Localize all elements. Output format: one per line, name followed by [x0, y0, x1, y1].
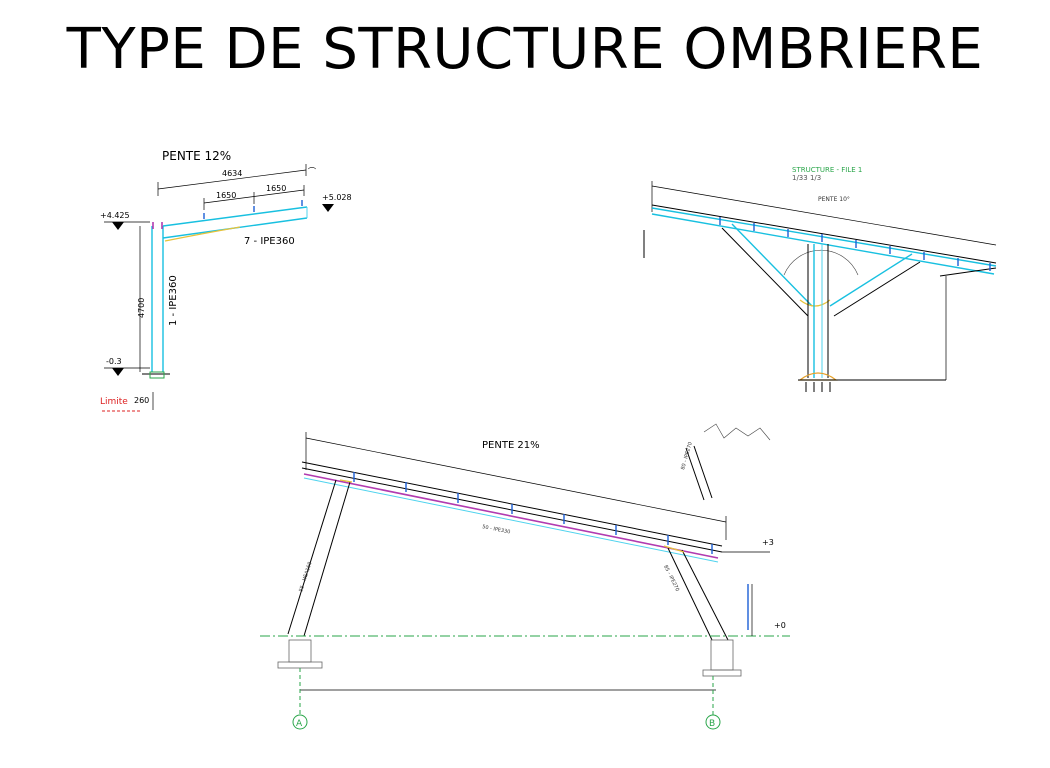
column-label: 1 - IPE360: [168, 275, 179, 326]
dim-line-total: [157, 169, 307, 190]
strut-left-inner: [721, 227, 809, 317]
node-weld: [799, 299, 831, 307]
footing-rear-base: [277, 661, 323, 669]
beam-bottom: [651, 213, 995, 275]
dim-line-top: [651, 185, 997, 246]
slope-label-21: PENTE 21%: [482, 440, 540, 451]
level-top-left: +4.425: [100, 211, 130, 220]
axis-label-b: B: [709, 719, 715, 729]
limit-label: Limite: [100, 397, 128, 407]
level-marker: [112, 222, 124, 230]
arc-mark: ⌒: [308, 167, 316, 176]
dim-b-label: 1650: [266, 184, 286, 193]
base-footing: [798, 372, 838, 381]
strut-right-outer: [829, 253, 913, 307]
strut-right-inner: [833, 261, 921, 317]
strut-left-outer: [731, 223, 813, 307]
purlins: [719, 217, 991, 271]
drawing-two-post: PENTE 21% +3 +0: [260, 423, 790, 730]
axis-marker-a: [292, 714, 308, 730]
slide-title: TYPE DE STRUCTURE OMBRIERE: [66, 17, 984, 82]
dim-a-label: 1650: [216, 191, 236, 200]
dim-line-top: [305, 437, 727, 523]
rear-column-inner: [303, 481, 351, 637]
base-plate: [149, 371, 165, 379]
caption-line1: STRUCTURE - FILE 1: [792, 166, 862, 174]
rear-column-outer: [287, 479, 337, 635]
beam-tag: 50 - IPE330: [482, 524, 511, 535]
beam-top: [651, 207, 997, 267]
detail-break-line: [703, 423, 771, 441]
detail-member: [693, 445, 713, 499]
beam-edge: [303, 477, 719, 563]
angle-arc: [783, 249, 859, 276]
drawing-single-post: PENTE 12% 4634 ⌒ 1650 1650 7 - IPE360 1 …: [100, 149, 352, 412]
caption-line2: 1/33 1/3: [792, 174, 821, 182]
base-dim-label: 260: [134, 396, 149, 405]
beam-haunch: [164, 226, 241, 242]
beam-label: 7 - IPE360: [244, 236, 295, 247]
rear-column-tag: 55 - HEA160: [298, 561, 313, 593]
dim-total-label: 4634: [222, 169, 242, 178]
slope-label-10: PENTE 10°: [818, 196, 850, 203]
eave: [939, 267, 997, 277]
detail-member: [685, 447, 705, 501]
level-marker: [322, 204, 334, 212]
level-marker: [112, 368, 124, 376]
axis-label-a: A: [296, 719, 303, 729]
footing-front-base: [702, 669, 742, 677]
dim-height-label: 4700: [137, 298, 146, 318]
rear-joint: [339, 479, 353, 483]
front-joint: [663, 545, 685, 553]
slope-label-12: PENTE 12%: [162, 149, 231, 163]
purlins: [353, 472, 713, 554]
level-ground: +0: [774, 621, 786, 630]
front-column-outer: [667, 547, 713, 641]
drawing-central-post: STRUCTURE - FILE 1 1/33 1/3 PENTE 10°: [643, 166, 997, 392]
footing-front: [710, 639, 734, 671]
front-column-inner: [681, 549, 729, 641]
level-top: +3: [762, 538, 774, 547]
level-top-right: +5.028: [322, 193, 352, 202]
footing-rear: [288, 639, 312, 663]
detail-tag: 80 - IPE270: [680, 441, 694, 470]
cover-line: [651, 204, 997, 264]
beam: [303, 473, 719, 559]
axis-marker-b: [705, 714, 721, 730]
beam-top: [162, 206, 308, 227]
level-bottom: -0.3: [106, 357, 122, 366]
